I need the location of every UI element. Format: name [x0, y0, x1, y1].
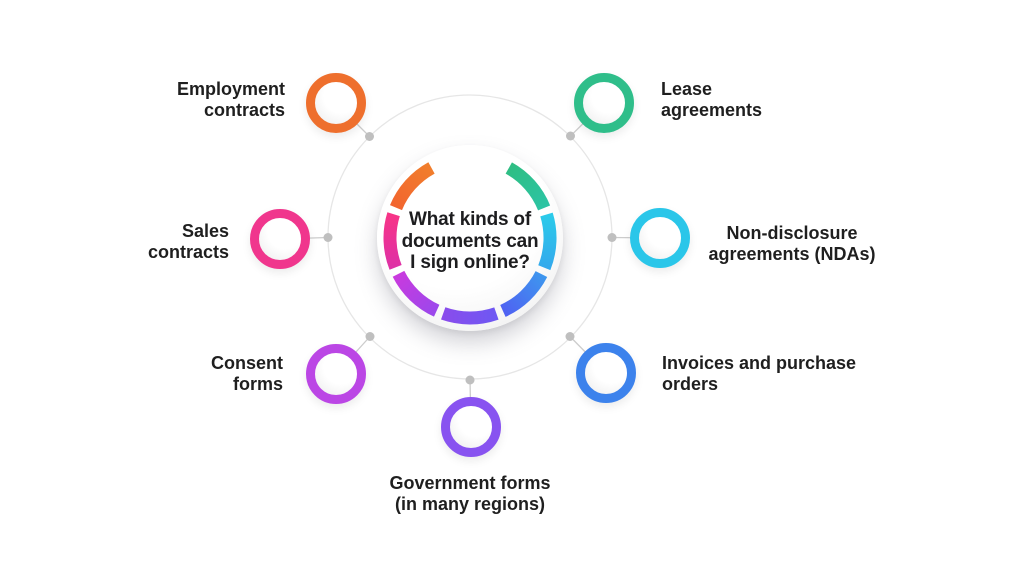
- label-consent-forms: Consent forms: [83, 353, 283, 395]
- connector-dot: [365, 332, 375, 341]
- label-line: contracts: [203, 100, 285, 120]
- label-line: Invoices and purchase: [662, 353, 857, 373]
- label-lease-agreements: Lease agreements: [661, 79, 911, 121]
- label-line: agreements (NDAs): [708, 244, 876, 264]
- center-question-line: What kinds of: [409, 209, 531, 230]
- label-line: Sales: [181, 221, 229, 241]
- node-lease-agreements: [574, 73, 634, 133]
- arc-segment-government: [441, 307, 499, 325]
- label-line: Employment: [176, 79, 285, 99]
- node-ring-government: [441, 397, 501, 457]
- label-line: agreements: [661, 100, 763, 120]
- label-line: forms: [232, 374, 283, 394]
- node-ring-nda: [630, 208, 690, 268]
- node-ring-employment: [306, 73, 366, 133]
- label-line: Consent: [211, 353, 283, 373]
- node-consent-forms: [306, 344, 366, 404]
- connector-dot: [607, 233, 617, 242]
- connector-dot: [465, 375, 475, 385]
- node-sales-contracts: [250, 209, 310, 269]
- arc-segment-sales: [383, 212, 402, 270]
- node-ring-lease: [574, 73, 634, 133]
- connector-dot: [323, 233, 333, 242]
- label-line: orders: [662, 374, 719, 394]
- node-nda: [630, 208, 690, 268]
- label-sales-contracts: Sales contracts: [29, 221, 229, 263]
- label-line: Government forms: [389, 473, 551, 493]
- center-circle: [377, 145, 563, 331]
- label-invoices-orders: Invoices and purchase orders: [662, 353, 922, 395]
- label-line: (in many regions): [394, 494, 546, 514]
- connector-dot: [566, 131, 575, 141]
- arc-segment-consent: [392, 270, 440, 317]
- arc-segment-employment: [389, 162, 435, 211]
- node-government-forms: [441, 397, 501, 457]
- label-line: contracts: [147, 242, 229, 262]
- label-line: Lease: [661, 79, 713, 99]
- node-employment-contracts: [306, 73, 366, 133]
- node-ring-sales: [250, 209, 310, 269]
- connector-dot: [365, 132, 374, 141]
- label-employment-contracts: Employment contracts: [65, 79, 285, 121]
- node-ring-invoices: [576, 343, 636, 403]
- node-invoices-orders: [576, 343, 636, 403]
- label-government-forms: Government forms (in many regions): [350, 473, 590, 515]
- arc-segment-invoices: [500, 270, 548, 317]
- node-ring-consent: [306, 344, 366, 404]
- label-nda: Non-disclosure agreements (NDAs): [667, 223, 917, 265]
- center-question: What kinds of documents can I sign onlin…: [370, 209, 570, 274]
- center-question-line: documents can: [401, 230, 539, 252]
- arc-segment-lease: [505, 162, 551, 211]
- center-question-line: I sign online?: [410, 252, 530, 273]
- label-line: Non-disclosure: [726, 223, 858, 243]
- center-arc-ring: [383, 162, 557, 325]
- connector-dot: [565, 332, 575, 341]
- arc-segment-nda: [538, 212, 557, 271]
